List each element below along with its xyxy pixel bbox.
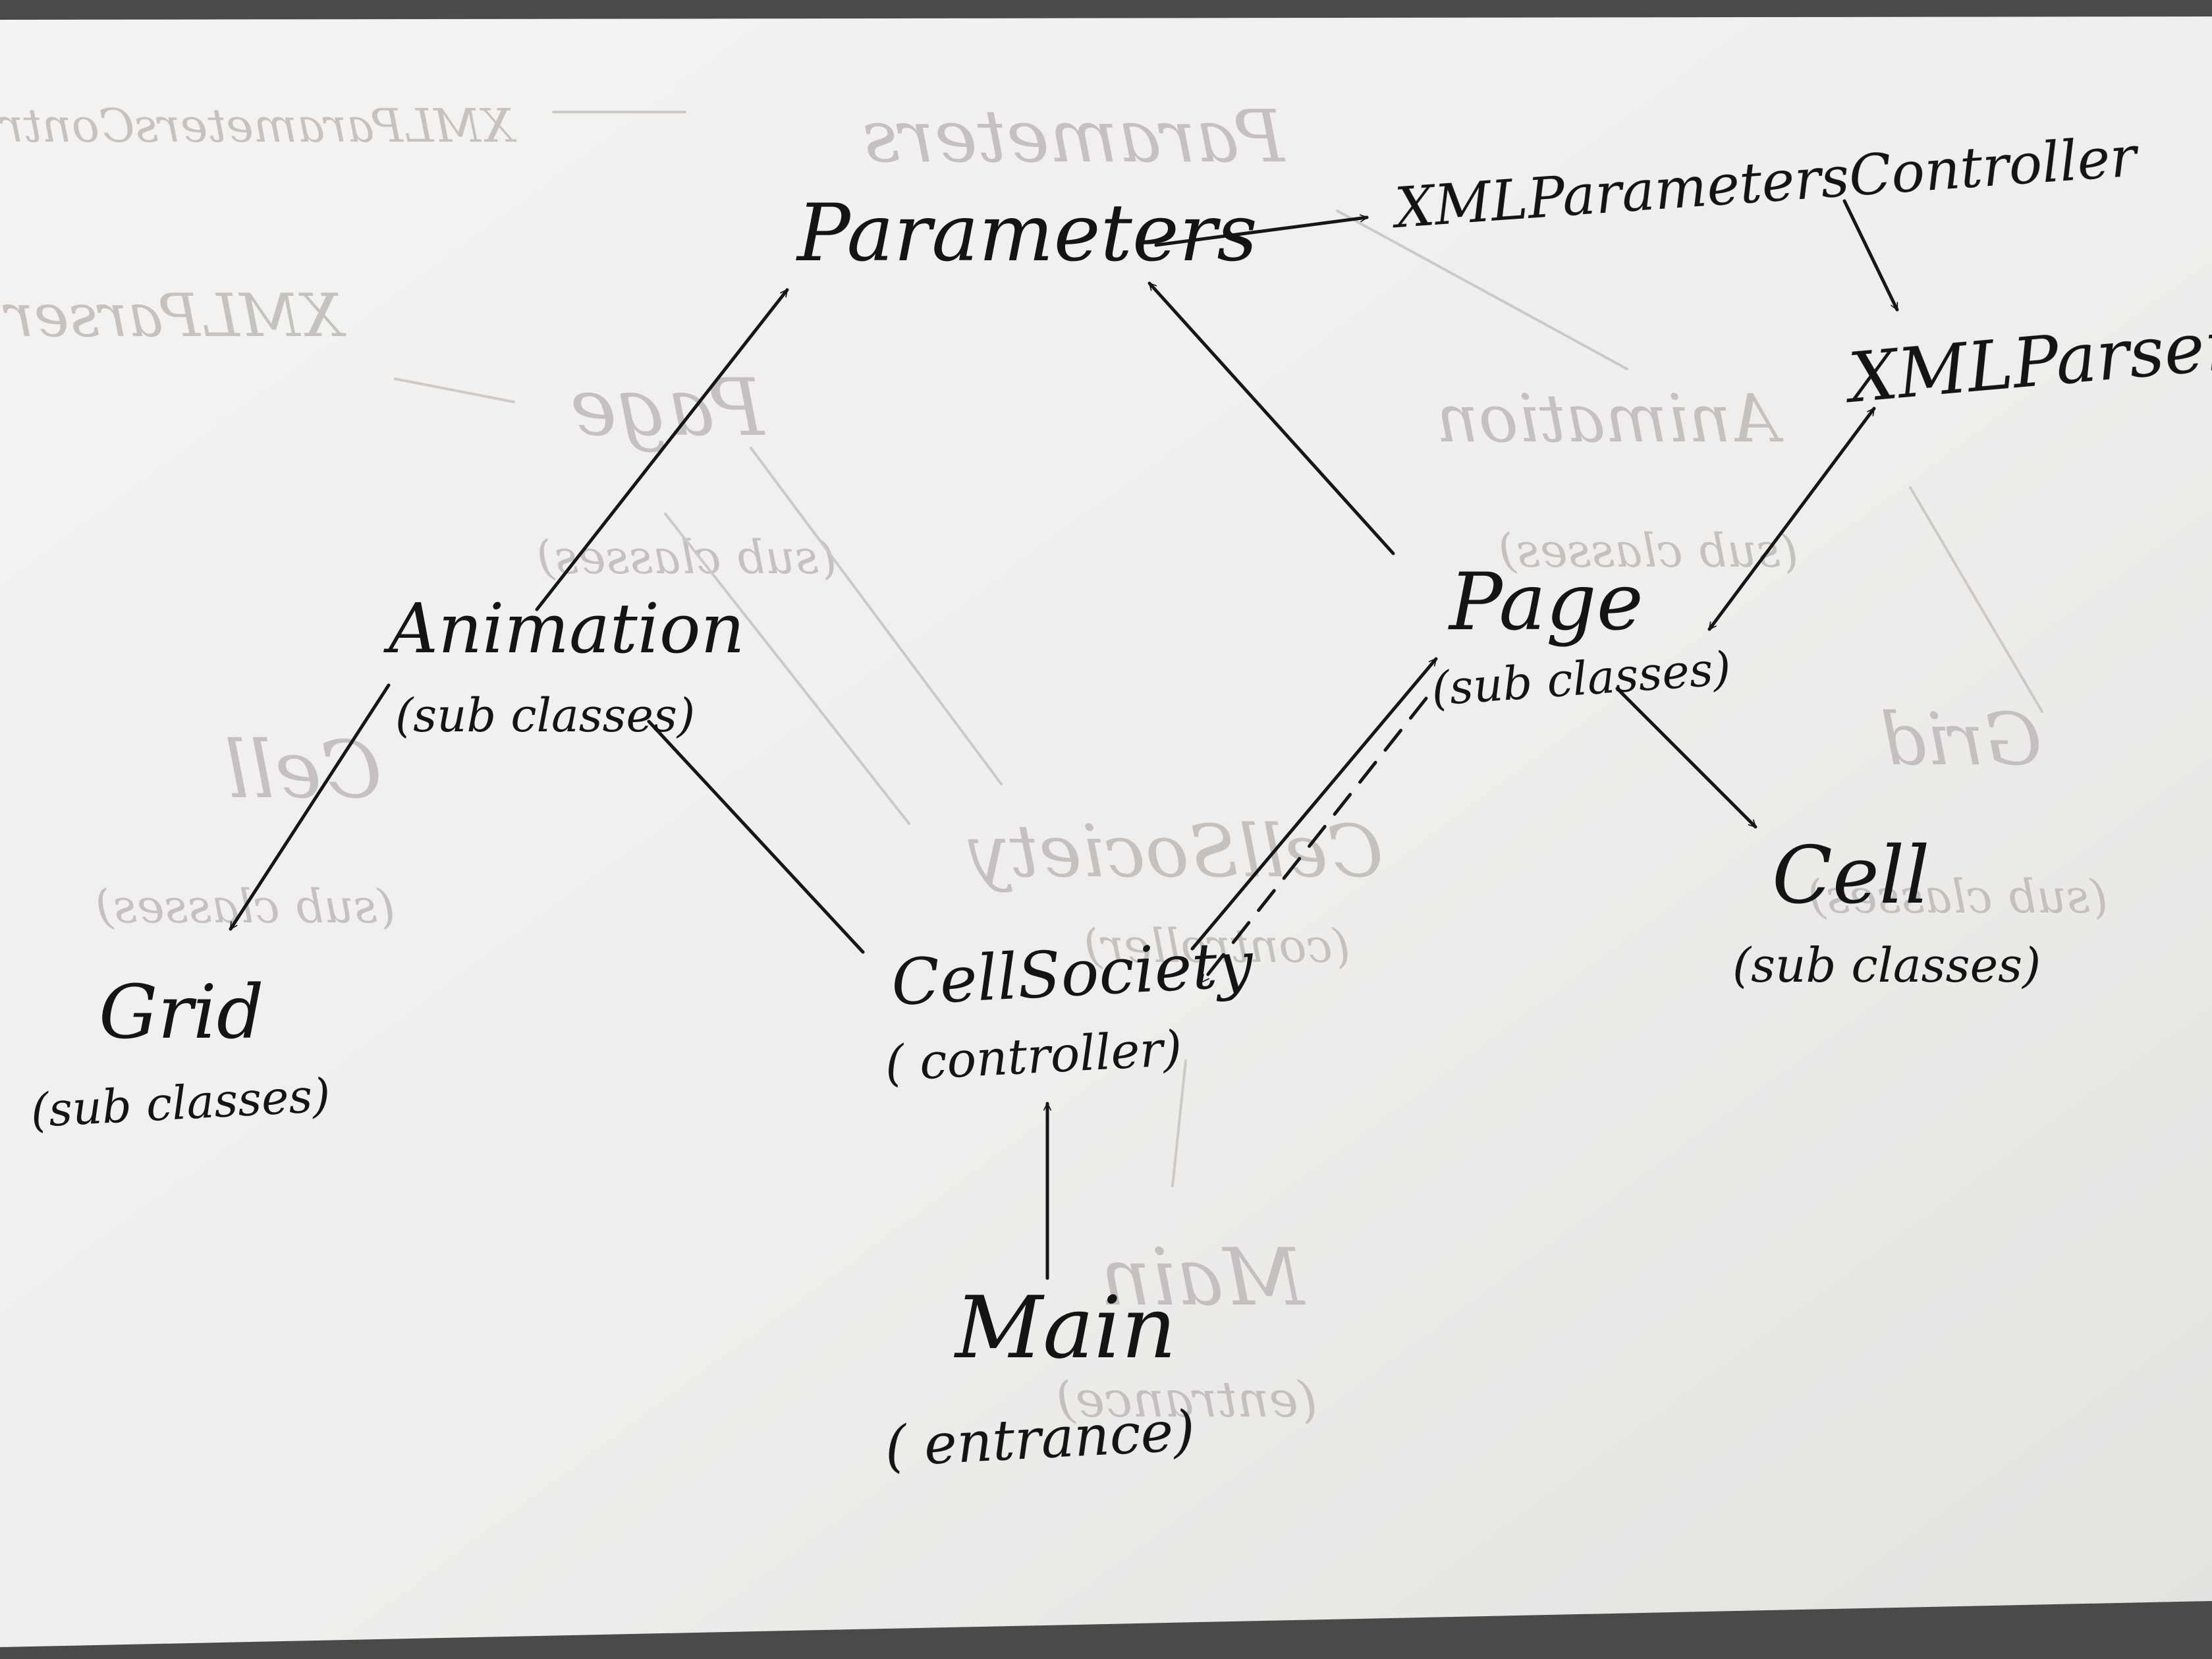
node-animation: Animation (sub classes) (383, 588, 745, 743)
ghost-text: Grid (1880, 697, 2042, 781)
ghost-text: XMLParametersControl (0, 99, 517, 153)
ghost-text: CellSociety (968, 809, 1383, 893)
node-title: Animation (383, 588, 745, 669)
ghost-line (750, 447, 1003, 785)
paper-sheet (0, 16, 2212, 1647)
ghost-text: Page (570, 362, 765, 454)
node-title: Main (954, 1278, 1176, 1378)
node-parameters: Parameters (796, 188, 1258, 279)
bleed-through-layer: Parameters XMLParametersControl XMLParse… (0, 94, 2108, 1428)
ghost-line (664, 513, 910, 825)
ghost-text: (entrance) (1056, 1370, 1317, 1428)
edge-page-xmlparser-bidirectional (1707, 407, 1876, 631)
ghost-text: Main (1100, 1232, 1306, 1324)
ghost-text: XMLParser (2, 281, 346, 351)
ghost-line (394, 378, 515, 403)
ghost-line (1336, 210, 1628, 370)
edge-parameters-to-xmlparameterscontroller (1154, 214, 1369, 247)
edge-page-to-parameters (1147, 281, 1395, 555)
node-title: Cell (1772, 830, 1930, 922)
node-subtitle: (sub classes) (1732, 938, 2041, 993)
ghost-text: Cell (224, 725, 382, 816)
node-subtitle: (sub classes) (395, 689, 695, 743)
edges (229, 199, 1899, 1280)
ghost-text: (sub classes) (1808, 870, 2108, 924)
edge-xmlparameterscontroller-to-xmlparser (1842, 199, 1899, 312)
ghost-text: Animation (1436, 380, 1784, 457)
edge-cellsociety-to-page (1190, 657, 1438, 951)
edge-page-to-cellsociety-dashed (1200, 696, 1428, 984)
edge-page-to-cell (1615, 687, 1757, 829)
node-main: Main ( entrance) (883, 1278, 1196, 1479)
edge-animation-to-grid (229, 683, 391, 931)
node-cell: Cell (sub classes) (1732, 830, 2041, 993)
edge-cellsociety-to-animation (647, 719, 865, 954)
node-title: Parameters (796, 188, 1258, 279)
edge-animation-to-parameters (535, 288, 789, 611)
node-title: Grid (99, 970, 264, 1055)
ghost-line (1909, 486, 2043, 713)
ghost-text: Parameters (862, 94, 1286, 179)
ghost-line (1171, 1059, 1187, 1187)
ghost-text: (sub classes) (537, 530, 837, 584)
node-title: Page (1448, 557, 1644, 648)
